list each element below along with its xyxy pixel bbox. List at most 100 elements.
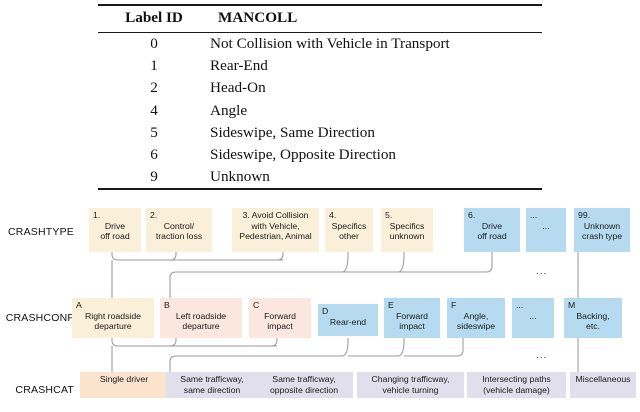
node-text: Pedestrian, Animal [239,231,312,242]
node-text: Unknown [583,220,621,231]
mancoll-table-body: 0 Not Collision with Vehicle in Transport… [98,33,542,188]
node-text: Rear-end [329,316,367,327]
node-text: 3. Avoid Collision [242,210,309,220]
node-key: 1. [93,210,101,220]
node-text: with Vehicle, [251,220,300,231]
node-text: Intersecting paths [482,374,551,384]
node-text: ... [542,220,550,231]
crashcat-node-6[interactable]: Miscellaneous [570,372,636,398]
table-mid-rule [98,32,542,33]
node-key: 4. [329,210,337,220]
column-header-label-id: Label ID [125,9,183,26]
node-text: departure [182,321,220,332]
node-key: B [164,300,170,310]
row-label-crashconf: CRASHCONF [5,312,74,324]
row-label-crashtype: CRASHTYPE [8,226,74,238]
node-text: etc. [585,321,600,332]
ellipsis-mark-2: ... [536,350,548,361]
ellipsis-mark-1: ... [536,266,548,277]
cell-label-id: 0 [150,35,158,53]
cell-label-id: 2 [150,79,158,97]
table-row: 1 Rear-End [98,55,542,77]
cell-mancoll-name: Head-On [210,79,266,97]
node-text: departure [94,321,132,332]
crashcat-node-2[interactable]: Same trafficway,same direction [166,372,258,398]
node-key: 2. [150,210,158,220]
node-text: Changing trafficway, [371,374,450,384]
node-text: impact [267,321,293,332]
node-text: Single driver [99,374,149,384]
cell-mancoll-name: Sideswipe, Same Direction [210,123,375,141]
crashcat-node-1[interactable]: Single driver [80,372,168,398]
cell-mancoll-name: Unknown [210,168,270,186]
node-key: 5. [385,210,393,220]
table-row: 2 Head-On [98,77,542,99]
crashtype-node-7[interactable]: ...... [526,208,566,252]
node-text: Backing, [576,310,610,321]
node-key: F [451,300,457,310]
node-text: Drive [481,220,503,231]
table-row: 6 Sideswipe, Opposite Direction [98,144,542,166]
node-text: Forward [396,310,428,321]
node-key: E [388,300,394,310]
cell-label-id: 6 [150,146,158,164]
table-row: 0 Not Collision with Vehicle in Transport [98,33,542,55]
table-row: 4 Angle [98,100,542,122]
node-text: crash type [581,231,623,242]
node-text: Angle, [463,310,489,321]
node-text: Right roadside [84,310,142,321]
cell-mancoll-name: Angle [210,101,248,119]
table-top-rule [98,4,542,6]
node-text: off road [100,231,130,242]
row-label-crashcat: CRASHCAT [15,384,74,396]
node-text: (vehicle damage) [483,384,550,395]
node-text: Same trafficway, [180,374,244,384]
table-row: 5 Sideswipe, Same Direction [98,122,542,144]
node-text: Drive [104,220,126,231]
cell-mancoll-name: Sideswipe, Opposite Direction [210,146,397,164]
node-text: Miscellaneous [575,374,631,384]
node-text: unknown [389,231,425,242]
node-key: C [253,300,260,310]
crashtype-node-2[interactable]: 2.Control/traction loss [146,208,212,252]
node-text: Same trafficway, [272,374,336,384]
crashcat-node-4[interactable]: Changing trafficway,vehicle turning [357,372,464,398]
mancoll-table: Label ID MANCOLL 0 Not Collision with Veh… [98,4,542,191]
node-text: off road [477,231,507,242]
node-key: 99. [578,210,591,220]
crashcat-node-5[interactable]: Intersecting paths(vehicle damage) [467,372,566,398]
node-key: ... [530,210,538,220]
cell-label-id: 4 [150,101,158,119]
cell-mancoll-name: Rear-End [210,57,268,75]
node-key: 6. [468,210,476,220]
column-header-mancoll: MANCOLL [218,9,298,26]
node-text: other [339,231,359,242]
cell-label-id: 1 [150,57,158,75]
cell-mancoll-name: Not Collision with Vehicle in Transport [210,35,450,53]
node-text: same direction [183,384,241,395]
node-text: traction loss [155,231,203,242]
node-text: Specifics [331,220,367,231]
mancoll-table-head: Label ID MANCOLL [98,6,542,32]
cell-label-id: 5 [150,123,158,141]
node-text: vehicle turning [382,384,439,395]
node-text: impact [399,321,425,332]
node-key: ... [516,300,524,310]
crashconf-node-7[interactable]: ...... [512,298,554,338]
crashcat-node-3[interactable]: Same trafficway,opposite direction [255,372,353,398]
